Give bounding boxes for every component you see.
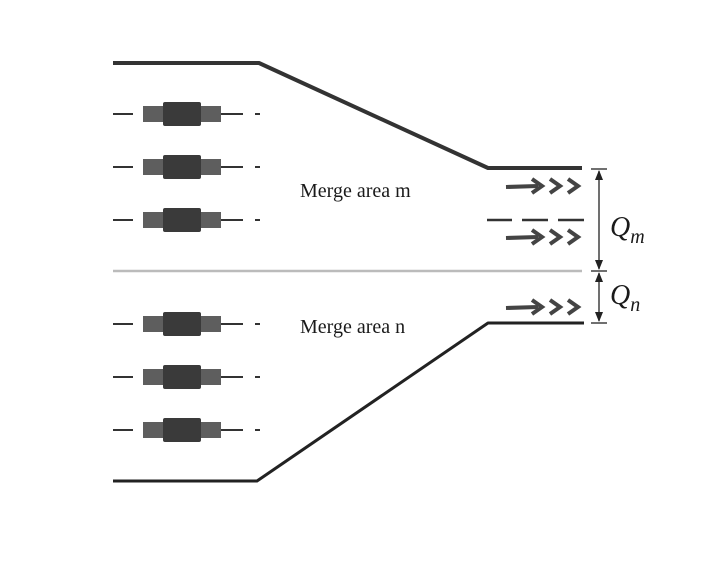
lane-with-vehicle	[113, 312, 260, 336]
vehicle-cab	[163, 312, 201, 336]
flow-arrows	[505, 177, 582, 316]
q-n-dimension	[591, 272, 607, 324]
road-top-boundary	[113, 61, 582, 170]
chevron-right-icon	[548, 298, 564, 316]
vehicle-cab	[163, 365, 201, 389]
lane-with-vehicle	[113, 365, 260, 389]
q-m-label: Qm	[610, 212, 645, 248]
vehicle-cab	[163, 208, 201, 232]
chevron-right-icon	[566, 228, 582, 246]
flow-arrow-group	[505, 298, 582, 316]
q-m-dimension	[591, 168, 607, 272]
road-bottom-boundary	[113, 321, 584, 483]
lane-with-vehicle	[113, 155, 260, 179]
chevron-right-icon	[530, 177, 546, 195]
chevron-right-icon	[548, 228, 564, 246]
flow-arrow-group	[505, 177, 582, 195]
chevron-right-icon	[566, 177, 582, 195]
chevron-right-icon	[566, 298, 582, 316]
chevron-right-icon	[530, 298, 546, 316]
chevron-right-icon	[530, 228, 546, 246]
merge-area-n-label: Merge area n	[300, 316, 405, 338]
lane-with-vehicle	[113, 102, 260, 126]
vehicle-cab	[163, 102, 201, 126]
lane-with-vehicle	[113, 418, 260, 442]
upstream-lanes	[113, 102, 260, 442]
merge-area-m-label: Merge area m	[300, 180, 411, 202]
vehicle-cab	[163, 418, 201, 442]
chevron-right-icon	[548, 177, 564, 195]
flow-arrow-group	[505, 228, 582, 246]
vehicle-cab	[163, 155, 201, 179]
q-n-label: Qn	[610, 280, 640, 316]
lane-with-vehicle	[113, 208, 260, 232]
